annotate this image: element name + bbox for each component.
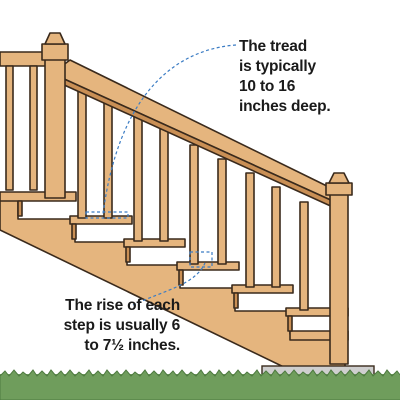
baluster (271, 186, 281, 288)
landing-floor-edge (0, 191, 77, 202)
tread-note: The tread is typically 10 to 16 inches d… (239, 38, 331, 115)
risers (17, 200, 293, 332)
riser (71, 223, 77, 240)
baluster (159, 128, 169, 242)
top-newel-post (41, 32, 69, 199)
baluster (217, 158, 227, 265)
bottom-newel-post (325, 172, 353, 365)
landing-baluster (29, 65, 38, 191)
landing-railing (0, 51, 49, 191)
baluster (189, 144, 199, 265)
landing-handrail (0, 51, 49, 67)
baluster (77, 87, 87, 219)
baluster (299, 201, 309, 311)
landing-baluster (5, 65, 14, 191)
grass (0, 369, 400, 400)
baluster (133, 114, 143, 242)
riser (233, 292, 239, 309)
riser (287, 315, 293, 332)
riser (17, 200, 23, 217)
treads (0, 191, 349, 341)
tread (123, 238, 186, 248)
riser (125, 246, 131, 263)
tread (231, 284, 294, 294)
tread (69, 215, 133, 225)
rise-note: The rise of each step is usually 6 to 7½… (63, 297, 181, 354)
baluster (245, 172, 255, 288)
rise-callout (132, 251, 213, 306)
riser (178, 269, 184, 286)
tread-callout (85, 44, 237, 219)
tread (176, 261, 240, 271)
